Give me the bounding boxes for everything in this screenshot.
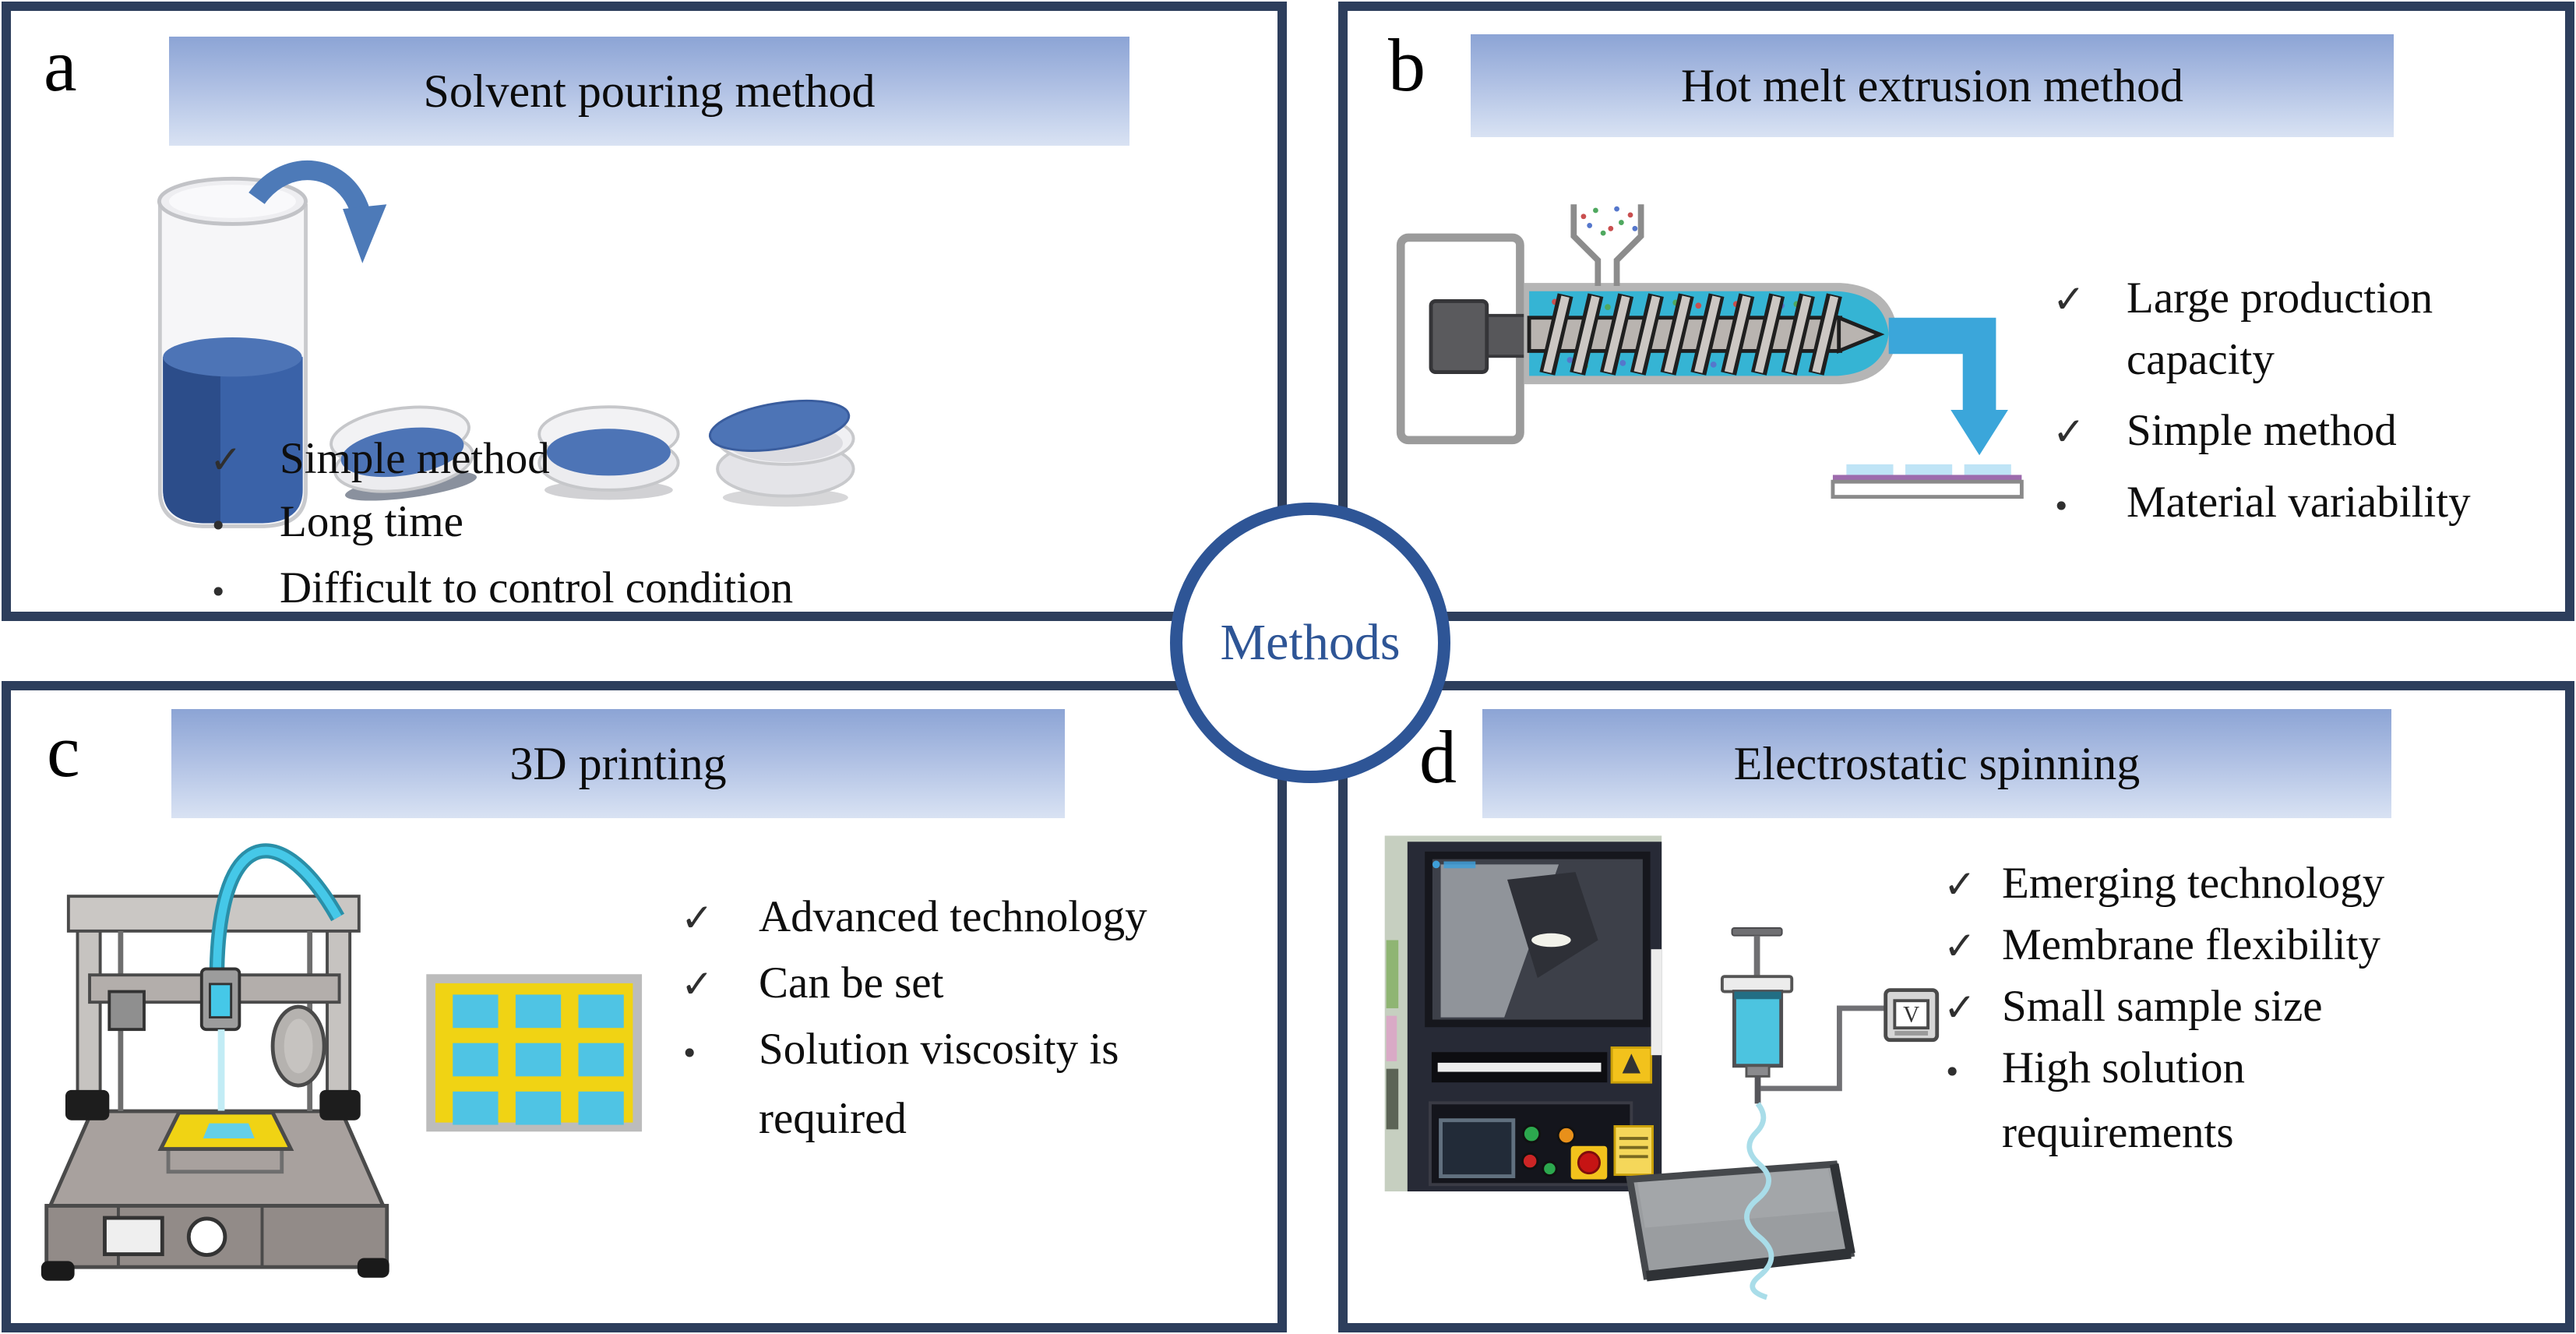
bullet-text: High solution bbox=[2002, 1043, 2245, 1092]
bullet-dot-icon: • bbox=[210, 509, 227, 543]
printer-screen bbox=[103, 1216, 164, 1257]
flow-arrow-icon bbox=[1888, 317, 2008, 456]
panel-letter: a bbox=[44, 23, 77, 107]
bowden-tube-icon bbox=[209, 843, 345, 1023]
print-head-icon bbox=[199, 967, 241, 1119]
check-icon: ✓ bbox=[2053, 277, 2085, 322]
check-icon: ✓ bbox=[1943, 985, 1976, 1030]
bullet-item: • High solution bbox=[1943, 1038, 2384, 1103]
bullet-text: required bbox=[759, 1094, 907, 1143]
panel-electrostatic-spinning: V d Electrostatic spinning ✓ Emerging tec… bbox=[1338, 681, 2574, 1332]
bullet-item: • Difficult to control condition bbox=[210, 557, 793, 623]
petri-dish-membrane-icon bbox=[708, 399, 855, 507]
bullet-item: ✓ Advanced technology bbox=[681, 884, 1147, 951]
bullet-item: • Solution viscosity is bbox=[681, 1017, 1147, 1086]
panel-title-banner: 3D printing bbox=[171, 709, 1065, 818]
bullet-text: Large production bbox=[2127, 274, 2433, 323]
bullet-dot-icon: • bbox=[1943, 1055, 1961, 1089]
methods-label: Methods bbox=[1220, 614, 1401, 671]
bullet-text: requirements bbox=[2002, 1108, 2234, 1157]
bullet-item: ✓ Small sample size bbox=[1943, 976, 2384, 1038]
bullet-list: ✓ Advanced technology ✓ Can be set • Solution… bbox=[681, 884, 1147, 1152]
panel-title: 3D printing bbox=[509, 737, 727, 789]
petri-dish-icon bbox=[537, 405, 680, 500]
bullet-item: capacity bbox=[2053, 330, 2471, 390]
panel-title: Hot melt extrusion method bbox=[1681, 59, 2183, 111]
hopper-icon bbox=[1570, 204, 1644, 287]
bullet-text: Simple method bbox=[2127, 406, 2397, 455]
voltmeter-label: V bbox=[1903, 1002, 1919, 1027]
printer-knob bbox=[186, 1216, 227, 1258]
bullet-item: ✓ Can be set bbox=[681, 951, 1147, 1017]
check-icon: ✓ bbox=[2053, 409, 2085, 454]
bullet-text: Solution viscosity is bbox=[759, 1025, 1119, 1074]
panel-letter: b bbox=[1388, 23, 1425, 107]
panel-letter: c bbox=[47, 709, 80, 792]
panel-title-banner: Solvent pouring method bbox=[169, 37, 1129, 146]
bullet-item: • Long time bbox=[210, 491, 793, 557]
printer-illustration bbox=[41, 843, 643, 1281]
bullet-text: capacity bbox=[2127, 335, 2275, 384]
panel-3d-printing: c 3D printing ✓ Advanced technology ✓ Can b… bbox=[2, 681, 1287, 1332]
voltmeter-icon: V bbox=[1884, 988, 1940, 1043]
bullet-dot-icon: • bbox=[2053, 489, 2070, 524]
extruder-motor-icon bbox=[1429, 298, 1531, 374]
bullet-dot-icon: • bbox=[210, 575, 227, 609]
bullet-list: ✓ Simple method • Long time • Difficult to co… bbox=[210, 428, 793, 623]
bullet-text: Small sample size bbox=[2002, 982, 2323, 1031]
machine-logo bbox=[1443, 861, 1476, 869]
bullet-text: Advanced technology bbox=[759, 892, 1147, 941]
bullet-item: required bbox=[681, 1086, 1147, 1152]
check-icon: ✓ bbox=[210, 437, 242, 482]
extruder-screw-icon bbox=[1527, 293, 1885, 376]
bullet-item: ✓ Large production bbox=[2053, 268, 2471, 330]
extruded-film-icon bbox=[1831, 464, 2024, 499]
bullet-dot-icon: • bbox=[681, 1036, 699, 1071]
bullet-text: Membrane flexibility bbox=[2002, 920, 2380, 969]
bullet-list: ✓ Large production capacity ✓ Simple method •… bbox=[2053, 268, 2471, 537]
electrospinning-machine-photo bbox=[1384, 835, 1662, 1191]
solvent-pouring-illustration bbox=[157, 161, 855, 528]
syringe-icon bbox=[1720, 927, 1794, 1104]
hv-wire bbox=[1760, 1005, 1887, 1092]
panel-title: Electrostatic spinning bbox=[1733, 737, 2141, 789]
methods-circle: Methods bbox=[1170, 503, 1450, 783]
printed-membrane-plate-icon bbox=[426, 974, 643, 1132]
pour-arrow-icon bbox=[248, 161, 387, 263]
panel-title: Solvent pouring method bbox=[423, 65, 876, 117]
bullet-item: ✓ Emerging technology bbox=[1943, 853, 2384, 915]
collector-plate-icon bbox=[1626, 1160, 1855, 1282]
extruder-illustration bbox=[1396, 204, 2024, 499]
check-icon: ✓ bbox=[681, 895, 714, 941]
bullet-item: ✓ Simple method bbox=[210, 428, 793, 491]
bullet-text: Difficult to control condition bbox=[280, 563, 794, 612]
printer-base bbox=[41, 1109, 389, 1281]
beaker-icon bbox=[157, 176, 308, 528]
electrospinning-illustration: V bbox=[1384, 835, 1940, 1300]
check-icon: ✓ bbox=[1943, 923, 1976, 969]
panel-title-banner: Electrostatic spinning bbox=[1482, 709, 2391, 818]
bullet-item: • Material variability bbox=[2053, 472, 2471, 537]
bullet-item: requirements bbox=[1943, 1103, 2384, 1163]
bullet-list: ✓ Emerging technology ✓ Membrane flexibilit… bbox=[1943, 853, 2384, 1163]
bullet-text: Material variability bbox=[2127, 478, 2471, 527]
panel-solvent-pouring: a Solvent pouring method ✓ Simple method •… bbox=[2, 2, 1287, 621]
bullet-text: Long time bbox=[280, 497, 463, 546]
check-icon: ✓ bbox=[1943, 862, 1976, 907]
print-bed-icon bbox=[157, 1110, 294, 1174]
panel-hot-melt-extrusion: b Hot melt extrusion method ✓ Large produ… bbox=[1338, 2, 2574, 621]
check-icon: ✓ bbox=[681, 962, 714, 1007]
emergency-stop-button bbox=[1577, 1151, 1601, 1175]
bullet-item: ✓ Simple method bbox=[2053, 401, 2471, 462]
panel-title-banner: Hot melt extrusion method bbox=[1471, 34, 2394, 137]
bullet-text: Simple method bbox=[280, 434, 550, 483]
bullet-text: Can be set bbox=[759, 958, 944, 1008]
petri-dish-icon bbox=[329, 405, 477, 501]
fiber-jet-icon bbox=[1744, 1102, 1774, 1300]
panel-letter: d bbox=[1419, 715, 1457, 799]
bullet-item: ✓ Membrane flexibility bbox=[1943, 915, 2384, 976]
bullet-text: Emerging technology bbox=[2002, 859, 2385, 908]
